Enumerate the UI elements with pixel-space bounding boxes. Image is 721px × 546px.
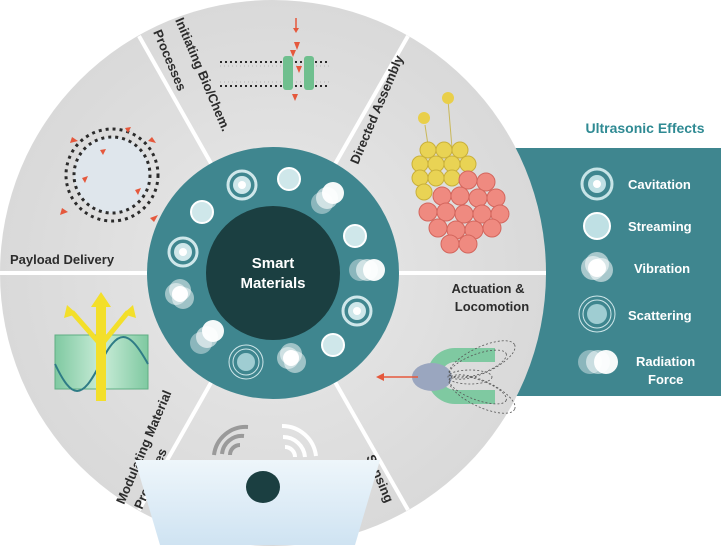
vibration-icon [165, 279, 194, 309]
legend-radiation-line2: Force [648, 372, 683, 387]
label-actuation-line2: Locomotion [455, 299, 529, 314]
vibration-icon [277, 343, 306, 373]
label-payload-delivery: Payload Delivery [10, 252, 115, 267]
scattering-icon [228, 344, 264, 380]
modulating-illustration [54, 292, 149, 401]
streaming-icon [583, 212, 611, 240]
cell-assembly-illustration [411, 92, 510, 254]
legend-scattering: Scattering [628, 308, 692, 323]
center-title-line2: Materials [240, 275, 305, 292]
vibration-icon [581, 252, 613, 282]
radiation-force-icon [578, 350, 618, 374]
membrane-channel-illustration [220, 18, 330, 101]
cavitation-icon [580, 167, 614, 201]
microrobot-illustration [376, 340, 516, 414]
legend-vibration: Vibration [634, 261, 690, 276]
legend-title: Ultrasonic Effects [585, 120, 704, 136]
legend-radiation-line1: Radiation [636, 354, 695, 369]
cavitation-icon [226, 169, 258, 201]
legend-panel: Ultrasonic Effects Cavitation Streaming … [505, 120, 721, 396]
scattering-icon [578, 295, 616, 333]
streaming-icon [277, 167, 301, 191]
center-circle [206, 206, 340, 340]
ring-bubbles [165, 167, 385, 380]
legend-cavitation: Cavitation [628, 177, 691, 192]
sensing-illustration [135, 423, 380, 545]
legend-streaming: Streaming [628, 219, 692, 234]
streaming-icon [343, 224, 367, 248]
streaming-icon [190, 200, 214, 224]
cavitation-icon [167, 236, 199, 268]
cavitation-icon [341, 295, 373, 327]
radiation-force-icon [349, 259, 385, 281]
streaming-icon [321, 333, 345, 357]
center-title-line1: Smart [252, 255, 295, 272]
vesicle-illustration [60, 127, 160, 223]
radiation-force-icon [311, 182, 344, 214]
radiation-force-icon [190, 320, 224, 354]
label-actuation-line1: Actuation & [452, 281, 525, 296]
